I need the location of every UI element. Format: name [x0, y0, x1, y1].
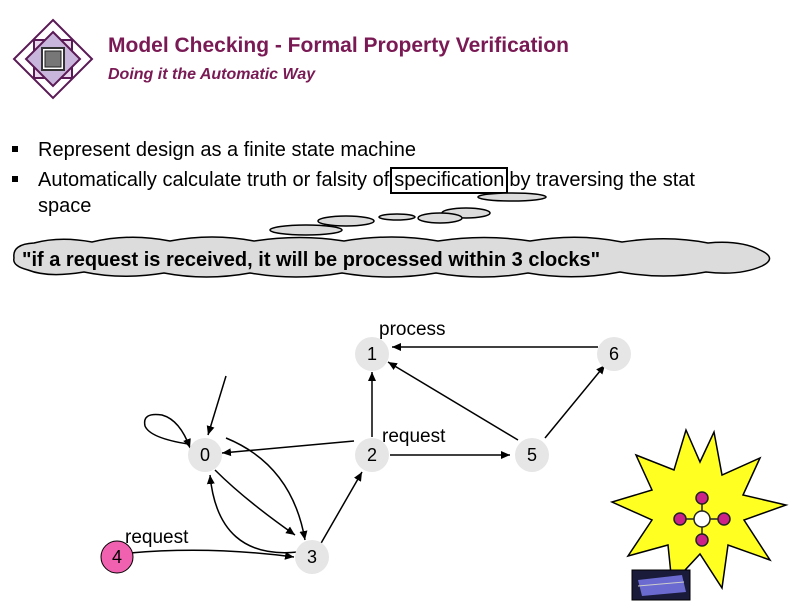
- fsm-node-0: 0: [188, 438, 222, 472]
- molecule-icon: [673, 491, 731, 547]
- fsm-node-label: 2: [367, 445, 377, 465]
- fsm-edges: [129, 343, 606, 560]
- fsm-node-label: 1: [367, 344, 377, 364]
- fsm-node-label: 6: [609, 344, 619, 364]
- process-label: process: [379, 319, 446, 340]
- fsm-node-label: 4: [112, 547, 122, 567]
- fsm-node-label: 5: [527, 445, 537, 465]
- bullet-text: Represent design as a finite state machi…: [38, 139, 416, 161]
- fsm-node-label: 0: [200, 445, 210, 465]
- fsm-node-4-start: 4: [100, 540, 134, 574]
- fsm-node-label: 3: [307, 547, 317, 567]
- fsm-node-1: 1: [355, 337, 389, 371]
- request-label-4: request: [125, 527, 189, 548]
- fsm-node-3: 3: [295, 540, 329, 574]
- diamond-logo-icon: [12, 18, 94, 100]
- bullet-square-icon: [12, 176, 18, 182]
- starburst-icon: [609, 427, 789, 591]
- fsm-node-2: 2: [355, 438, 389, 472]
- fsm-node-6: 6: [597, 337, 631, 371]
- bullet-item-1: Represent design as a finite state machi…: [12, 139, 416, 162]
- request-label-2-5: request: [382, 426, 446, 447]
- bullet-item-2-continuation: space: [38, 195, 92, 217]
- page-title: Model Checking - Formal Property Verific…: [108, 34, 569, 57]
- thought-bubble-trail: [269, 192, 547, 236]
- bullet-square-icon: [12, 146, 18, 152]
- bullet-text-pre: Automatically calculate truth or falsity…: [38, 169, 390, 191]
- page-subtitle: Doing it the Automatic Way: [108, 66, 316, 83]
- bullet-text-post: by traversing the stat: [509, 169, 695, 191]
- specification-highlight: specification: [390, 167, 509, 194]
- bullet-item-2: Automatically calculate truth or falsity…: [12, 167, 695, 194]
- fsm-node-5: 5: [515, 438, 549, 472]
- chip-icon: [631, 569, 691, 601]
- specification-quote: "if a request is received, it will be pr…: [22, 249, 601, 271]
- specification-cloud: [13, 236, 771, 278]
